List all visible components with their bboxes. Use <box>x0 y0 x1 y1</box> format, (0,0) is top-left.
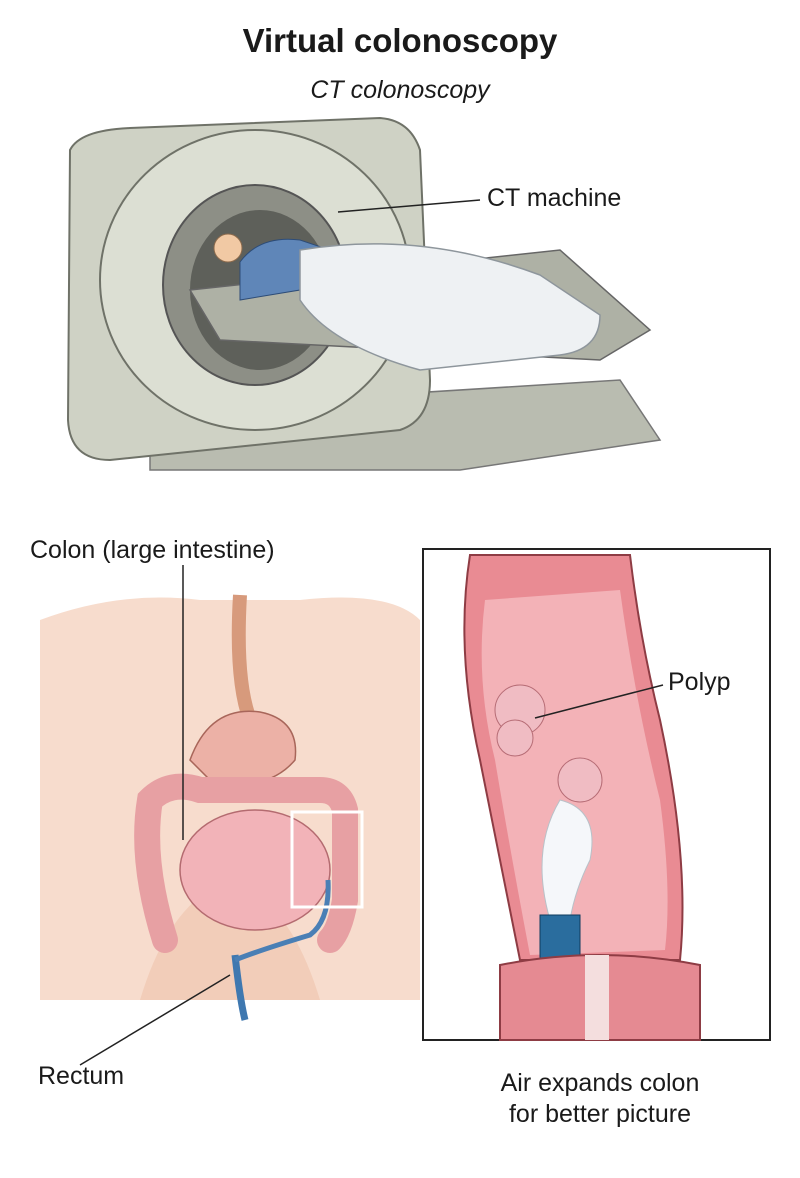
polyp-label: Polyp <box>668 668 731 696</box>
ct-machine-illustration <box>66 116 662 471</box>
caption-line-1: Air expands colon <box>500 1069 700 1097</box>
rectum-leader-line <box>79 974 231 1066</box>
colon-label: Colon (large intestine) <box>30 536 275 564</box>
page-subtitle: CT colonoscopy <box>310 76 490 104</box>
ct-machine-label: CT machine <box>487 184 622 212</box>
inset-panel <box>422 548 771 1041</box>
torso-illustration <box>40 594 420 1021</box>
inset-caption: Air expands colon for better picture <box>430 1068 770 1130</box>
page-title: Virtual colonoscopy <box>242 22 558 59</box>
ct-machine-leader-line <box>337 199 481 213</box>
polyp-leader-line <box>534 684 664 719</box>
rectum-label: Rectum <box>38 1062 125 1090</box>
caption-line-2: for better picture <box>508 1100 692 1128</box>
